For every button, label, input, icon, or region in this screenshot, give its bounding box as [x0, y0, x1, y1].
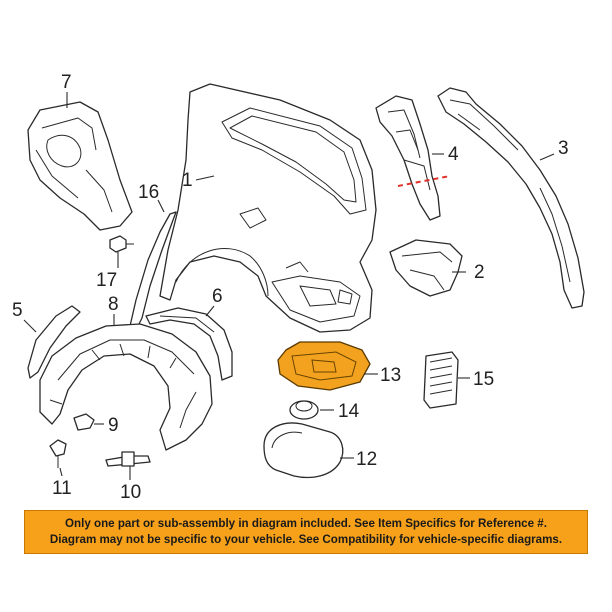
callout-4: 4	[448, 144, 459, 165]
part-13-fuel-filler-housing	[277, 341, 378, 391]
part-4-pillar-reinforcement	[375, 95, 444, 221]
part-6-flare	[145, 305, 233, 381]
callout-10: 10	[120, 482, 141, 503]
part-12-fuel-door	[263, 422, 354, 479]
callout-13: 13	[380, 365, 401, 386]
part-17-clip	[109, 235, 134, 268]
callout-9: 9	[108, 415, 119, 436]
part-1-quarter-panel	[159, 83, 377, 333]
part-10-bolt	[105, 451, 151, 480]
callout-2: 2	[474, 262, 485, 283]
part-7-inner-panel	[27, 92, 133, 231]
disclaimer-line-1: Only one part or sub-assembly in diagram…	[65, 517, 547, 530]
part-8-wheelhouse-liner	[39, 314, 213, 451]
part-11-fastener	[49, 439, 67, 477]
callout-11: 11	[52, 478, 72, 499]
callout-14: 14	[338, 401, 360, 422]
callout-3: 3	[558, 138, 569, 159]
callout-12: 12	[356, 449, 377, 470]
part-5-liner-trim	[23, 305, 81, 379]
disclaimer-line-2: Diagram may not be specific to your vehi…	[49, 533, 563, 546]
callout-15: 15	[473, 369, 494, 390]
part-3-rear-pillar	[437, 87, 585, 309]
callout-17: 17	[96, 270, 117, 291]
disclaimer-banner: Only one part or sub-assembly in diagram…	[24, 510, 588, 554]
callout-6: 6	[212, 286, 223, 307]
part-9-push-clip	[73, 413, 104, 431]
callout-5: 5	[12, 300, 23, 321]
callout-16: 16	[138, 182, 159, 203]
callout-7: 7	[61, 72, 72, 93]
callout-8: 8	[108, 294, 119, 315]
callout-1: 1	[182, 170, 193, 191]
part-15-vent	[423, 351, 470, 409]
part-14-fuel-cap-base	[289, 400, 334, 420]
part-2-wheelhouse	[389, 239, 466, 297]
